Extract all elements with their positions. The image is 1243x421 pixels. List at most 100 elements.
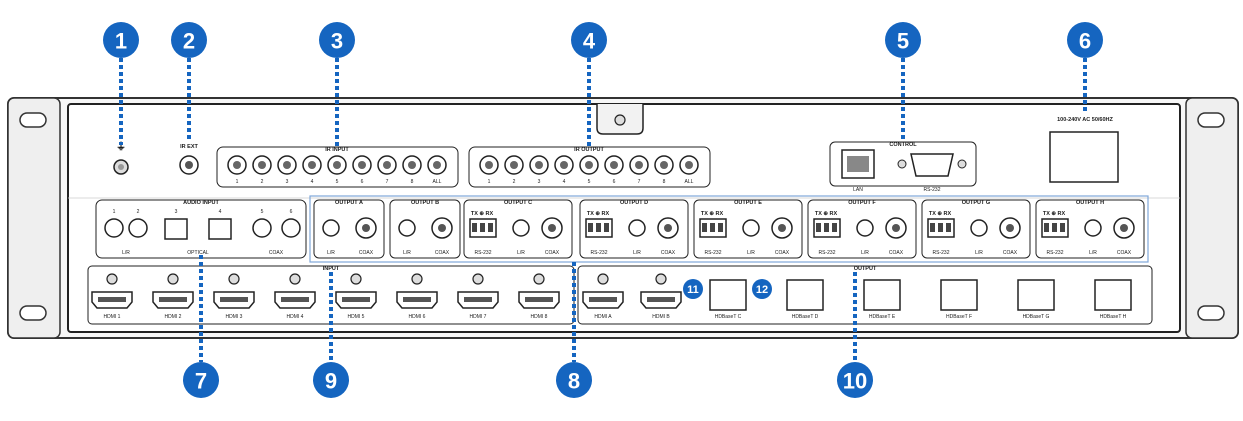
hdmi-port: HDMI 4 bbox=[274, 273, 316, 320]
power-label: 100-240V AC 50/60HZ bbox=[1057, 117, 1113, 123]
callout-12: 12 bbox=[752, 279, 772, 299]
hdbaset-port: HDBaseT H bbox=[1094, 279, 1132, 320]
terminal-pin bbox=[824, 223, 829, 232]
terminal-pin bbox=[816, 223, 821, 232]
txrx-label: TX ⊕ RX bbox=[929, 211, 952, 217]
terminal-pin bbox=[946, 223, 951, 232]
ir-output-jack-inner bbox=[585, 161, 593, 169]
hdmi-port-label: HDMI 8 bbox=[531, 314, 548, 320]
ir-output-jack-inner bbox=[510, 161, 518, 169]
ir-input-jack-inner bbox=[383, 161, 391, 169]
hdbaset-port-label: HDBaseT F bbox=[946, 314, 972, 320]
ground-terminal: ⏚ bbox=[113, 141, 129, 175]
rj45-connector bbox=[709, 279, 747, 311]
ir-output-port-label: 8 bbox=[663, 179, 666, 185]
audio-ch-6: 6 bbox=[290, 209, 293, 215]
rj45-connector bbox=[1094, 279, 1132, 311]
hdbaset-output-ports: HDBaseT C HDBaseT D HDBaseT E HDBaseT F HDBa… bbox=[709, 279, 1132, 320]
callout-circle bbox=[313, 362, 349, 398]
hdbaset-port: HDBaseT D bbox=[786, 279, 824, 320]
txrx-label: TX ⊕ RX bbox=[471, 211, 494, 217]
ground-symbol: ⏚ bbox=[116, 141, 126, 153]
rs232-label: RS-232 bbox=[705, 250, 722, 256]
callout-3: 3 bbox=[319, 22, 355, 58]
terminal-pin bbox=[1044, 223, 1049, 232]
callout-circle bbox=[556, 362, 592, 398]
coax-label: COAX bbox=[1003, 250, 1018, 256]
ir-output-port-label: ALL bbox=[685, 179, 694, 185]
hdmi-screw bbox=[167, 273, 179, 285]
audio-coax-label: COAX bbox=[269, 250, 284, 256]
callout-circle bbox=[103, 22, 139, 58]
ir-input-port-label: 1 bbox=[236, 179, 239, 185]
output-audio-title: OUTPUT D bbox=[620, 200, 648, 206]
ir-output-jack-inner bbox=[485, 161, 493, 169]
rack-ear-right bbox=[1185, 97, 1239, 339]
lan-port-inner bbox=[847, 156, 869, 172]
ir-input-jack-inner bbox=[308, 161, 316, 169]
callout-7: 7 bbox=[183, 362, 219, 398]
hdmi-screw bbox=[597, 273, 609, 285]
audio-ch-3: 3 bbox=[175, 209, 178, 215]
audio-optical-label: OPTICAL bbox=[187, 250, 209, 256]
coax-label: COAX bbox=[661, 250, 676, 256]
callout-number: 2 bbox=[183, 29, 195, 54]
rs232-label: RS-232 bbox=[591, 250, 608, 256]
hdmi-screw bbox=[472, 273, 484, 285]
ir-ext-port-group: IR EXT bbox=[179, 144, 199, 175]
coax-label: COAX bbox=[1117, 250, 1132, 256]
ir-input-port-label: 6 bbox=[361, 179, 364, 185]
ir-output-port-label: 1 bbox=[488, 179, 491, 185]
hdmi-connector-inner bbox=[98, 297, 126, 302]
coax-jack-inner bbox=[892, 224, 900, 232]
hdmi-connector-inner bbox=[589, 297, 617, 302]
coax-label: COAX bbox=[889, 250, 904, 256]
hdmi-port: HDMI 5 bbox=[335, 273, 377, 320]
analog-audio-jack bbox=[856, 219, 874, 237]
rs232-label: RS-232 bbox=[933, 250, 950, 256]
ir-output-port-label: 3 bbox=[538, 179, 541, 185]
rj45-connector bbox=[940, 279, 978, 311]
analog-audio-jack bbox=[742, 219, 760, 237]
optical-port-3 bbox=[164, 218, 188, 240]
txrx-label: TX ⊕ RX bbox=[587, 211, 610, 217]
audio-ch-5: 5 bbox=[261, 209, 264, 215]
terminal-pin bbox=[1052, 223, 1057, 232]
callout-number: 8 bbox=[568, 369, 580, 394]
callout-number: 7 bbox=[195, 369, 207, 394]
mount-slot-tl bbox=[19, 112, 47, 128]
coax-label: COAX bbox=[359, 250, 374, 256]
ir-input-port-label: 8 bbox=[411, 179, 414, 185]
hdmi-port: HDMI 3 bbox=[213, 273, 255, 320]
hdmi-port-label: HDMI 4 bbox=[287, 314, 304, 320]
hdmi-screw bbox=[228, 273, 240, 285]
hdmi-port-label: HDMI B bbox=[652, 314, 670, 320]
audio-ch-1: 1 bbox=[113, 209, 116, 215]
hdmi-screw bbox=[533, 273, 545, 285]
hdbaset-port: HDBaseT C bbox=[709, 279, 747, 320]
control-title: CONTROL bbox=[889, 142, 917, 148]
hdbaset-port: HDBaseT E bbox=[863, 279, 901, 320]
callout-number: 4 bbox=[583, 29, 596, 54]
ir-input-jack-inner bbox=[358, 161, 366, 169]
output-audio-group: OUTPUT D TX ⊕ RX RS-232 L/R COAX bbox=[579, 199, 689, 259]
ir-input-port-label: 4 bbox=[311, 179, 314, 185]
lr-label: L/R bbox=[633, 250, 641, 256]
rj45-connector bbox=[1017, 279, 1055, 311]
terminal-pin bbox=[472, 223, 477, 232]
callout-circle bbox=[171, 22, 207, 58]
ir-input-jack-inner bbox=[333, 161, 341, 169]
terminal-pin bbox=[480, 223, 485, 232]
output-audio-title: OUTPUT C bbox=[504, 200, 532, 206]
top-tab-screw bbox=[614, 114, 626, 126]
hdmi-connector-inner bbox=[281, 297, 309, 302]
terminal-pin bbox=[710, 223, 715, 232]
mount-slot-tr bbox=[1197, 112, 1225, 128]
control-group: CONTROL LAN RS-232 bbox=[829, 141, 977, 193]
